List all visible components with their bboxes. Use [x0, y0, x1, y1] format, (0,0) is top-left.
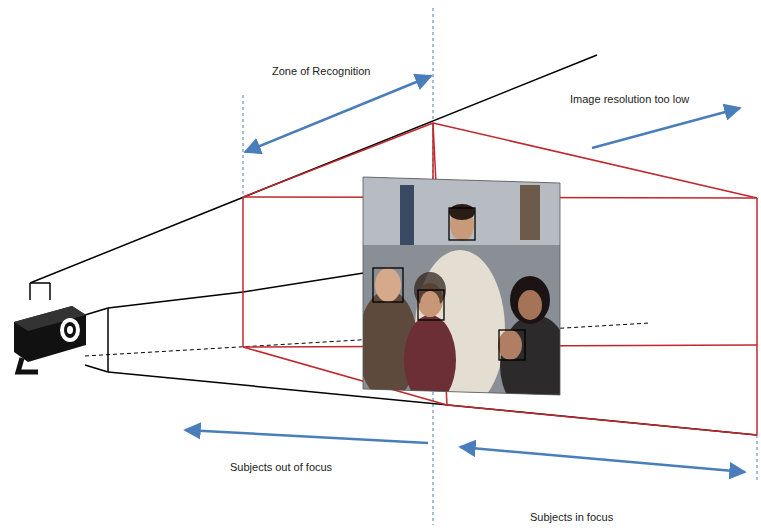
view-lines: [30, 55, 757, 435]
crowd-photo: [358, 175, 570, 415]
range-label: Subjects out of focus: [230, 461, 332, 474]
range-label: Zone of Recognition: [272, 65, 370, 78]
range-arrows: [185, 76, 745, 472]
range-label: Subjects in focus: [530, 511, 613, 524]
range-label: Image resolution too low: [570, 93, 689, 106]
camera-icon: [14, 306, 86, 372]
recognition-volume: [243, 123, 757, 435]
boundary-lines: [243, 8, 757, 525]
